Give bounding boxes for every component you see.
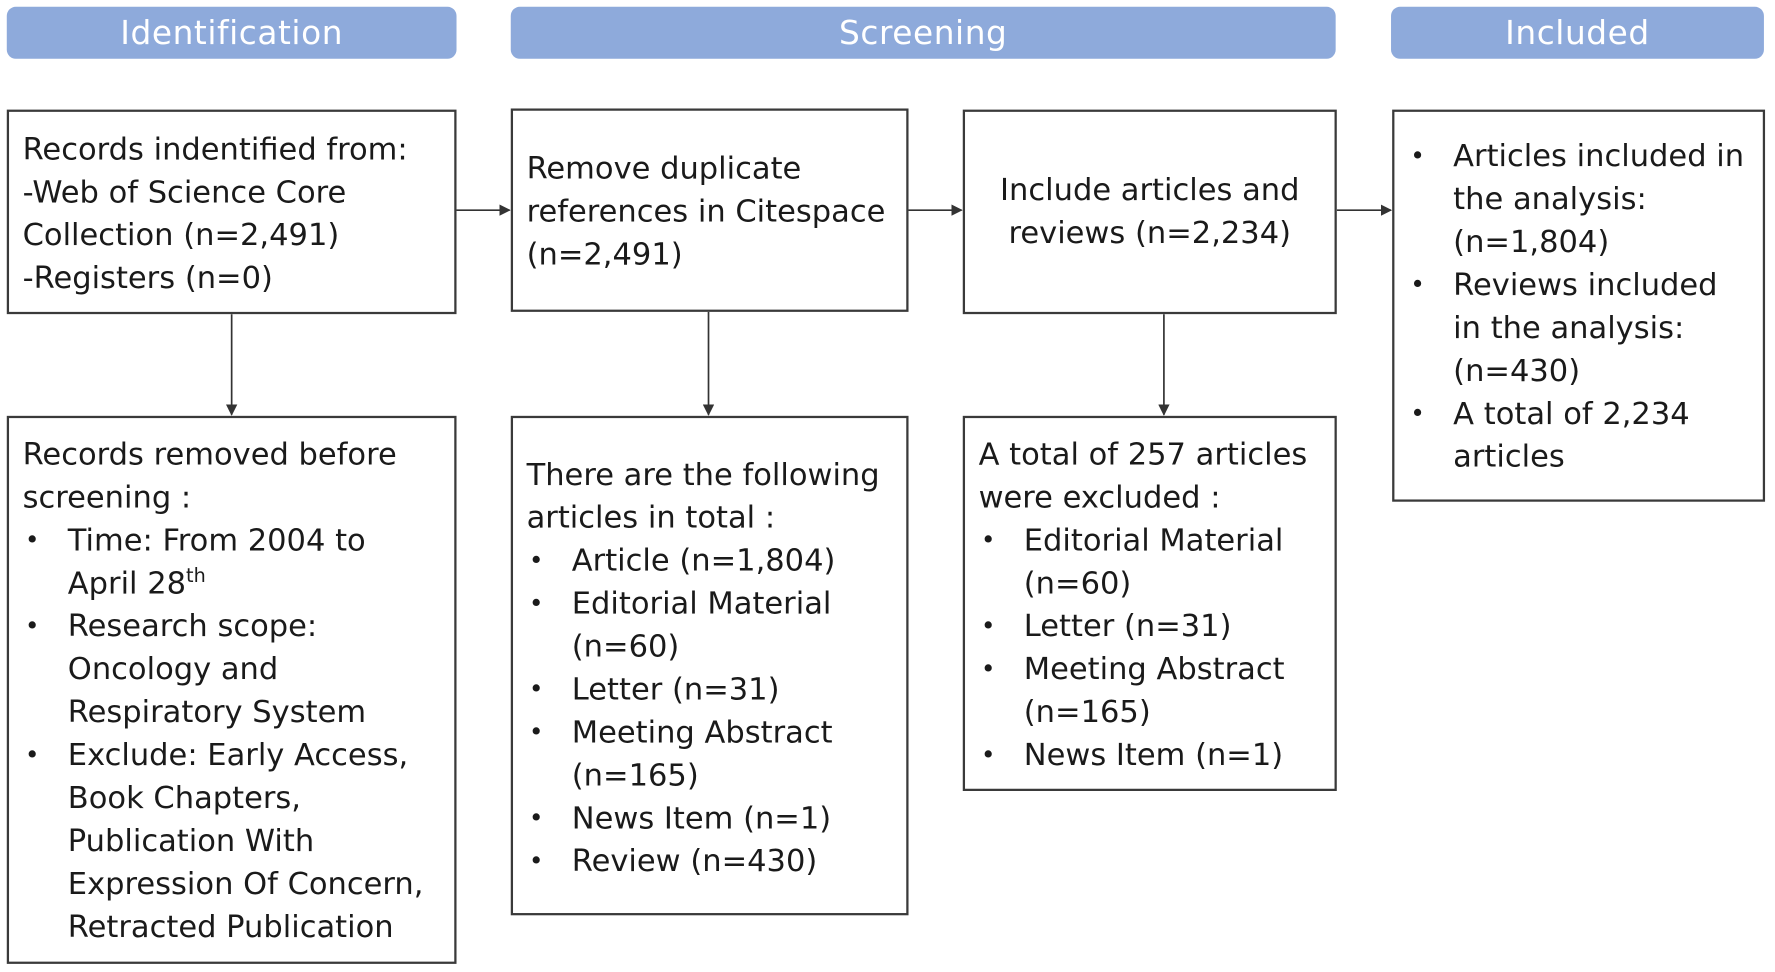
records-removed-box: Records removed before screening : Time:… (6, 415, 457, 964)
following-item-review: Review (n=430) (527, 841, 895, 884)
records-identified-line-registers: -Registers (n=0) (22, 261, 273, 297)
excluded-item-editorial: Editorial Material (n=60) (979, 520, 1324, 606)
excluded-heading: A total of 257 articles were excluded : (978, 437, 1308, 516)
excluded-box: A total of 257 articles were excluded : … (962, 415, 1337, 791)
records-removed-item-time: Time: From 2004 to April 28th (23, 520, 443, 606)
records-identified-line-wos: -Web of Science Core Collection (n=2,491… (22, 175, 347, 254)
records-identified-heading: Records indentified from: (22, 132, 408, 168)
following-item-letter: Letter (n=31) (527, 669, 895, 712)
phase-header-screening: Screening (510, 6, 1336, 59)
records-removed-item-exclude: Exclude: Early Access, Book Chapters, Pu… (23, 735, 443, 950)
following-item-editorial: Editorial Material (n=60) (527, 583, 895, 669)
records-identified-box: Records indentified from: -Web of Scienc… (6, 109, 457, 315)
excluded-item-letter: Letter (n=31) (979, 606, 1324, 649)
following-articles-list: Article (n=1,804) Editorial Material (n=… (527, 540, 895, 884)
records-removed-list: Time: From 2004 to April 28th Research s… (23, 520, 443, 949)
records-removed-time-text: Time: From 2004 to April 28 (67, 523, 366, 602)
included-item-articles: Articles included in the analysis: (n=1,… (1408, 136, 1752, 265)
following-articles-box: There are the following articles in tota… (510, 415, 909, 916)
remove-duplicates-text: Remove duplicate references in Citespace… (526, 151, 886, 273)
included-list: Articles included in the analysis: (n=1,… (1408, 136, 1752, 480)
following-item-meeting: Meeting Abstract (n=165) (527, 712, 895, 798)
records-removed-item-scope: Research scope: Oncology and Respiratory… (23, 606, 443, 735)
excluded-list: Editorial Material (n=60) Letter (n=31) … (979, 520, 1324, 778)
remove-duplicates-box: Remove duplicate references in Citespace… (510, 108, 909, 312)
included-box: Articles included in the analysis: (n=1,… (1392, 109, 1766, 502)
following-item-article: Article (n=1,804) (527, 540, 895, 583)
following-articles-heading: There are the following articles in tota… (526, 457, 880, 536)
included-item-total: A total of 2,234 articles (1408, 393, 1752, 479)
phase-header-included: Included (1391, 6, 1764, 59)
include-articles-text: Include articles and reviews (n=2,234) (1000, 172, 1300, 251)
include-articles-box: Include articles and reviews (n=2,234) (962, 109, 1337, 315)
included-item-reviews: Reviews included in the analysis: (n=430… (1408, 264, 1752, 393)
excluded-item-news: News Item (n=1) (979, 735, 1324, 778)
records-removed-time-sup: th (186, 565, 206, 588)
phase-header-identification: Identification (6, 6, 457, 59)
excluded-item-meeting: Meeting Abstract (n=165) (979, 649, 1324, 735)
records-removed-heading: Records removed before screening : (22, 437, 397, 516)
following-item-news: News Item (n=1) (527, 798, 895, 841)
